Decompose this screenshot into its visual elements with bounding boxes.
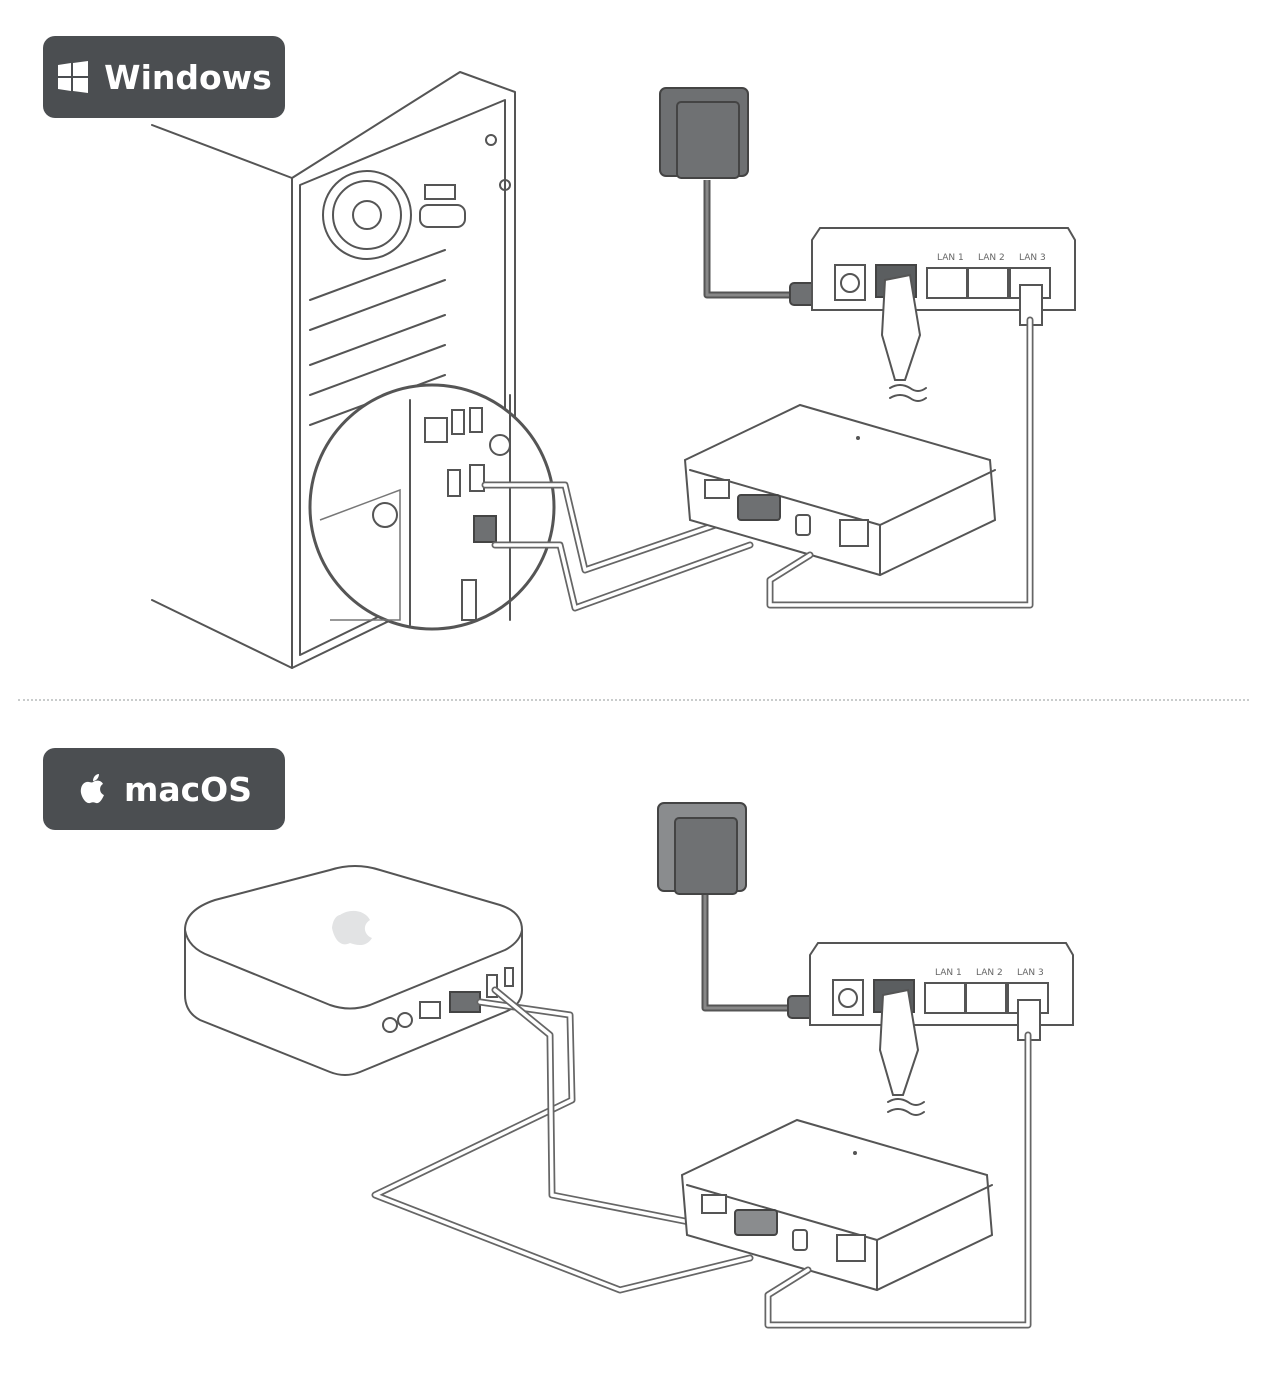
io-panel-magnifier — [308, 383, 556, 631]
lan2-label: LAN 2 — [976, 968, 1003, 978]
power-adapter — [657, 802, 829, 1019]
lan3-label: LAN 3 — [1017, 968, 1044, 978]
windows-label: Windows — [104, 57, 272, 97]
windows-logo-icon — [58, 61, 89, 93]
power-adapter — [659, 87, 831, 306]
usb-ethernet-hub — [683, 403, 997, 577]
lan1-label: LAN 1 — [935, 968, 962, 978]
windows-section-badge: Windows — [43, 36, 285, 118]
macos-label: macOS — [123, 769, 253, 809]
router: LAN 1 LAN 2 LAN 3 — [811, 227, 1076, 402]
router: LAN 1 LAN 2 LAN 3 — [809, 942, 1074, 1116]
lan2-label: LAN 2 — [978, 253, 1005, 263]
macos-section-badge: macOS — [43, 748, 285, 830]
mac-mini — [184, 865, 523, 1076]
lan3-label: LAN 3 — [1019, 253, 1046, 263]
apple-logo-icon — [80, 774, 104, 804]
usb-ethernet-hub — [680, 1118, 994, 1292]
lan1-label: LAN 1 — [937, 253, 964, 263]
section-divider — [18, 699, 1249, 701]
